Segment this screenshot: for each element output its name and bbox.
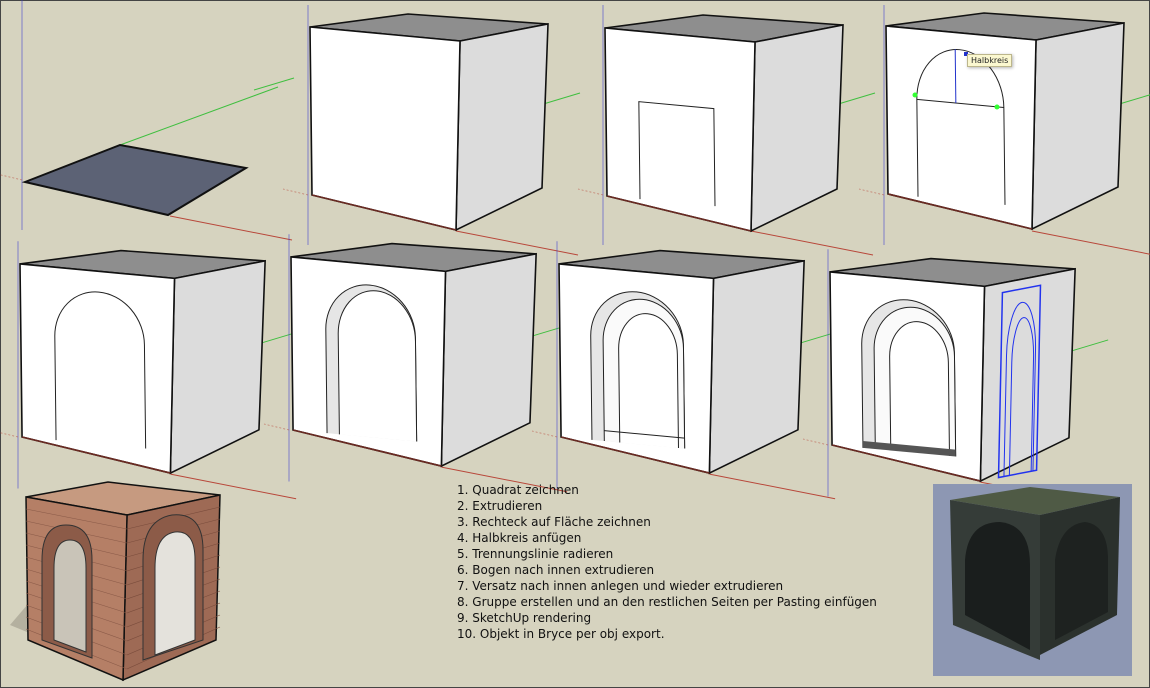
halbkreis-tooltip: Halbkreis <box>967 54 1013 67</box>
brick-arch-opening <box>154 531 196 656</box>
axis-red-dotted <box>531 430 558 438</box>
axis-red-line <box>441 466 568 493</box>
stone-arch-opening <box>1055 522 1108 640</box>
front-face-detail <box>916 46 1005 205</box>
step-item: 3. Rechteck auf Fläche zeichnen <box>457 515 651 529</box>
arch-floor <box>862 440 956 457</box>
axis-red-dotted <box>577 188 604 196</box>
cube-model <box>559 251 805 475</box>
cube-bottom-edge <box>311 194 457 231</box>
arch-outline <box>54 288 145 449</box>
step-item: 9. SketchUp rendering <box>457 611 592 625</box>
front-face-detail <box>325 281 416 442</box>
radius-line <box>955 49 956 103</box>
cube-model <box>291 244 537 468</box>
pasted-arch-inner <box>1009 316 1034 476</box>
axis-green-line <box>834 92 876 106</box>
step-list: 1. Quadrat zeichnen 2. Extrudieren 3. Re… <box>457 482 877 642</box>
chord-line <box>917 99 1004 107</box>
arch-inner <box>889 319 949 456</box>
step-item: 5. Trennungslinie radieren <box>457 547 614 561</box>
step-item: 1. Quadrat zeichnen <box>457 483 579 497</box>
axis-red-dotted <box>858 188 885 196</box>
cube-side-face <box>750 24 844 233</box>
step-item: 4. Halbkreis anfügen <box>457 531 582 545</box>
cube-side-face <box>455 23 549 232</box>
cube-bottom-edge <box>21 436 171 474</box>
endpoint-marker <box>912 92 918 98</box>
front-face-detail <box>590 288 685 449</box>
ground-square <box>21 143 249 217</box>
step-item: 2. Extrudieren <box>457 499 543 513</box>
axis-red-line <box>170 473 297 500</box>
stone-top-face <box>950 487 1120 515</box>
cube-model <box>309 13 549 232</box>
axis-green-line <box>539 92 581 106</box>
arch-inner <box>618 311 678 448</box>
cube-side-face <box>440 252 537 468</box>
axis-red-dotted <box>263 423 290 431</box>
step-item: 7. Versatz nach innen anlegen und wieder… <box>457 579 784 593</box>
axis-green-line <box>1066 339 1109 353</box>
axis-red-line <box>169 215 293 241</box>
cube-side-face <box>1031 22 1125 231</box>
cube-model <box>605 15 844 233</box>
bryce-rendering <box>933 484 1132 676</box>
front-face-detail <box>639 102 715 206</box>
brick-arch-opening <box>53 539 87 653</box>
axis-red-line <box>709 473 836 500</box>
cube-side-face <box>708 259 805 475</box>
axis-red-line <box>1031 230 1150 255</box>
axis-green-line <box>1115 94 1150 106</box>
endpoint-marker <box>994 104 1000 110</box>
arch-inner <box>338 287 417 441</box>
stone-arch-opening <box>965 522 1030 650</box>
step-item: 10. Objekt in Bryce per obj export. <box>457 627 665 641</box>
cube-bottom-edge <box>606 195 752 232</box>
axis-red-dotted <box>282 188 309 196</box>
cube-bottom-edge <box>831 444 981 482</box>
pasted-arch <box>1004 300 1037 477</box>
axis-green-line <box>119 86 279 146</box>
axis-red-line <box>455 230 579 256</box>
cube-bottom-edge <box>887 193 1033 230</box>
cursor-marker <box>964 52 968 56</box>
front-face-detail <box>54 288 145 449</box>
cube-model <box>20 251 266 475</box>
arch-sill <box>604 431 684 438</box>
axis-green-line <box>253 77 295 91</box>
cube-model <box>830 259 1075 481</box>
axis-red-line <box>750 230 874 256</box>
axis-red-dotted <box>802 438 829 446</box>
cube-bottom-edge <box>560 436 710 474</box>
axis-red-dotted <box>0 174 23 181</box>
brick-joint <box>25 508 128 530</box>
step-item: 8. Gruppe erstellen und an den restliche… <box>457 595 877 609</box>
cube-side-face <box>169 259 266 475</box>
arch-outline <box>916 46 1005 205</box>
selection-box <box>999 285 1041 477</box>
cube-side-face <box>979 267 1076 483</box>
sketchup-rendering <box>10 481 221 682</box>
step-item: 6. Bogen nach innen extrudieren <box>457 563 655 577</box>
front-face-detail <box>861 296 956 457</box>
rectangle-outline <box>639 102 715 206</box>
side-face-detail <box>999 285 1041 477</box>
cube-model <box>886 13 1125 231</box>
cube-bottom-edge <box>292 429 442 467</box>
axis-red-dotted <box>0 432 19 438</box>
